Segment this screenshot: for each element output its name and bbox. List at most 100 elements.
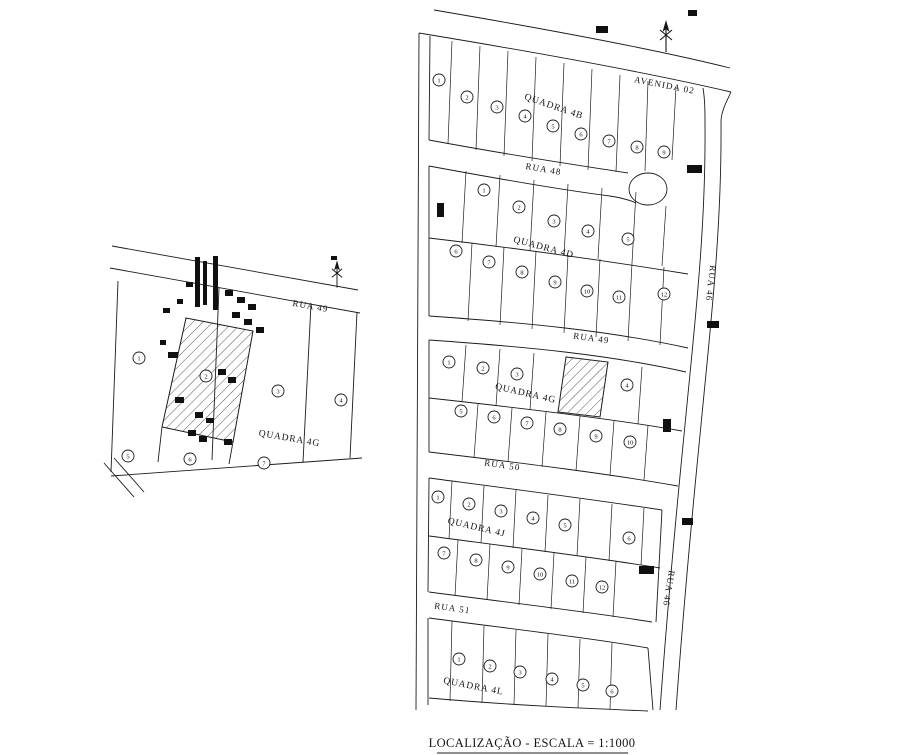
building-mark <box>175 397 184 403</box>
lot-number: 9 <box>662 149 665 156</box>
lot-number-circle <box>513 665 527 679</box>
lot-number-circle <box>476 361 490 375</box>
building-mark <box>437 203 444 217</box>
lot-number-circle <box>545 672 559 686</box>
lot-number: 4 <box>523 113 527 120</box>
north-arrow-icon <box>331 259 343 289</box>
lot-number: 2 <box>481 365 484 372</box>
lot-number-circle <box>622 531 636 545</box>
building-mark <box>218 369 226 375</box>
lot-number-circle <box>657 287 671 301</box>
lot-number: 7 <box>442 550 446 557</box>
block-label-quadra-4j: QUADRA 4J <box>447 517 507 540</box>
lot-number: 3 <box>552 218 555 225</box>
building-mark <box>163 308 170 313</box>
lot-number-circle <box>132 351 146 365</box>
building-mark <box>195 412 203 418</box>
street-label-rua-51: RUA 51 <box>434 601 471 616</box>
lot-number-circle <box>477 183 491 197</box>
lot-number-circle <box>621 232 635 246</box>
lot-number: 2 <box>517 204 520 211</box>
overview-solid-marks <box>437 10 719 574</box>
building-mark <box>206 418 214 423</box>
lot-number-circle <box>565 574 579 588</box>
building-mark <box>687 165 702 173</box>
building-mark <box>225 290 233 296</box>
lot-number-circle <box>620 378 634 392</box>
lot-number: 3 <box>515 371 518 378</box>
building-mark <box>188 430 196 436</box>
lot-number-circle <box>501 560 515 574</box>
lot-number: 7 <box>487 259 491 266</box>
lot-number-circle <box>494 504 508 518</box>
lot-number-circle <box>462 497 476 511</box>
lot-number: 7 <box>607 138 611 145</box>
building-mark <box>244 319 252 325</box>
lot-number-circle <box>580 284 594 298</box>
lot-number: 6 <box>454 248 458 255</box>
lot-number-circle <box>612 290 626 304</box>
lot-number-circle <box>449 244 463 258</box>
lot-number: 3 <box>495 104 498 111</box>
lot-number-circle <box>121 449 135 463</box>
building-mark <box>199 436 207 442</box>
lot-number-circle <box>515 265 529 279</box>
building-mark <box>596 26 608 33</box>
lot-number: 1 <box>447 359 450 366</box>
building-mark <box>663 419 671 432</box>
lot-number-circle <box>271 384 285 398</box>
lot-number: 4 <box>339 397 343 404</box>
lot-number-circle <box>547 214 561 228</box>
lot-number: 2 <box>488 663 491 670</box>
building-mark <box>213 256 218 310</box>
building-mark <box>168 352 178 358</box>
street-label-rua-46-upper: RUA 46 <box>704 265 718 302</box>
lot-number: 12 <box>661 291 668 298</box>
lot-number: 12 <box>599 584 606 591</box>
lot-number: 3 <box>499 508 502 515</box>
lot-number: 9 <box>506 564 509 571</box>
lot-number: 1 <box>436 494 439 501</box>
block-label-quadra-4g-detail: QUADRA 4G <box>258 429 321 450</box>
lot-number-circle <box>490 100 504 114</box>
building-mark <box>177 299 183 304</box>
lot-number-circle <box>533 567 547 581</box>
north-arrow-icon <box>659 19 673 53</box>
building-mark <box>228 377 236 383</box>
lot-number-circle <box>630 140 644 154</box>
lot-number: 7 <box>262 460 266 467</box>
building-mark <box>195 257 200 307</box>
lot-number-circle <box>257 456 271 470</box>
lot-number: 10 <box>584 288 591 295</box>
building-mark <box>248 304 256 310</box>
lot-number-circle <box>183 452 197 466</box>
lot-number: 1 <box>482 187 485 194</box>
lot-number-circle <box>199 369 213 383</box>
lot-number-circle <box>512 200 526 214</box>
building-mark <box>232 312 240 318</box>
lot-number-circle <box>460 90 474 104</box>
building-mark <box>203 261 207 305</box>
lot-number-circle <box>623 435 637 449</box>
building-mark <box>639 566 654 574</box>
lot-number: 5 <box>126 453 129 460</box>
street-label-rua-48: RUA 48 <box>525 161 563 177</box>
lot-number-circle <box>518 109 532 123</box>
building-mark <box>707 321 719 328</box>
lot-number: 8 <box>520 269 523 276</box>
lot-number-circle <box>526 511 540 525</box>
lot-number-circle <box>454 404 468 418</box>
lot-number-circle <box>553 422 567 436</box>
lot-number-circle <box>520 416 534 430</box>
lot-number: 5 <box>563 522 566 529</box>
lot-number-circle <box>589 429 603 443</box>
lot-number: 3 <box>276 388 279 395</box>
lot-number-circle <box>432 73 446 87</box>
lot-number: 5 <box>459 408 462 415</box>
lot-number-circle <box>574 127 588 141</box>
lot-number: 5 <box>626 236 629 243</box>
lot-number: 4 <box>625 382 629 389</box>
